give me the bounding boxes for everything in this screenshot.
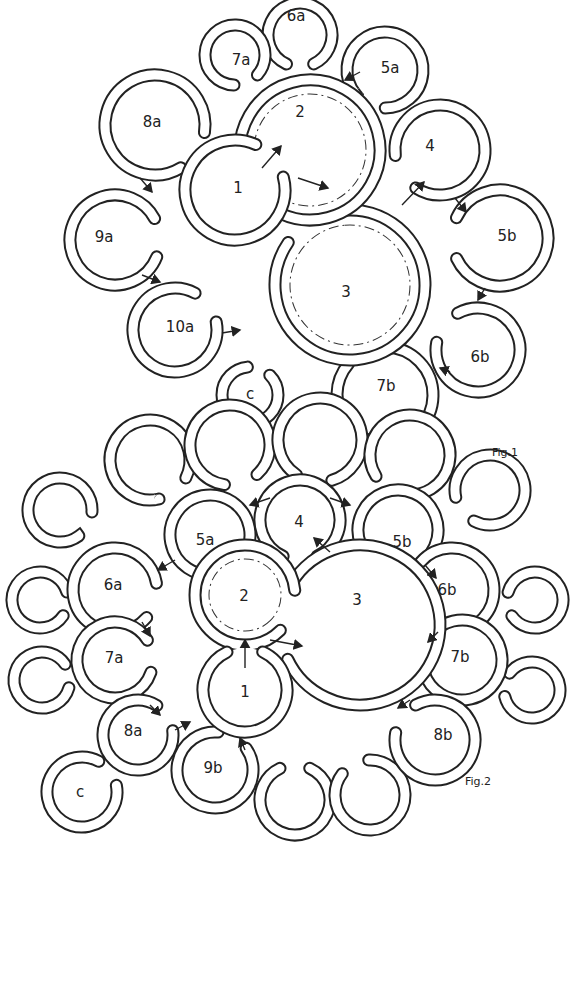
callout-number: 1 — [233, 181, 243, 196]
callout-number: 5b — [392, 535, 411, 550]
callout-number: 9b — [203, 761, 222, 776]
callout-number: Fig.2 — [465, 776, 491, 787]
callout-number: 6b — [437, 583, 456, 598]
callout-number: 8a — [124, 724, 143, 739]
callout-number: 5a — [196, 533, 215, 548]
callout-number: 5a — [381, 61, 400, 76]
callout-number: 5b — [497, 229, 516, 244]
callout-number: 7b — [376, 379, 395, 394]
callout-number: 3 — [341, 285, 351, 300]
callout-number: 7a — [232, 53, 251, 68]
callout-number: 2 — [295, 105, 305, 120]
callout-number: c — [76, 785, 84, 800]
callout-number: 2 — [239, 589, 249, 604]
callout-number: 9a — [95, 230, 114, 245]
callout-number: 3 — [352, 593, 362, 608]
callout-number: 6b — [470, 350, 489, 365]
callout-number: 4 — [425, 139, 435, 154]
callout-number: 8a — [143, 115, 162, 130]
callout-number: 10a — [166, 320, 194, 335]
callout-number: c — [246, 387, 254, 402]
callout-number: 6a — [104, 578, 123, 593]
callout-number: 6a — [287, 9, 306, 24]
callout-number: 4 — [294, 515, 304, 530]
callout-number: Fig.1 — [492, 447, 518, 458]
callout-number: 7a — [105, 651, 124, 666]
callout-number: 7b — [450, 650, 469, 665]
callout-number: 1 — [240, 685, 250, 700]
callout-number: 8b — [433, 728, 452, 743]
